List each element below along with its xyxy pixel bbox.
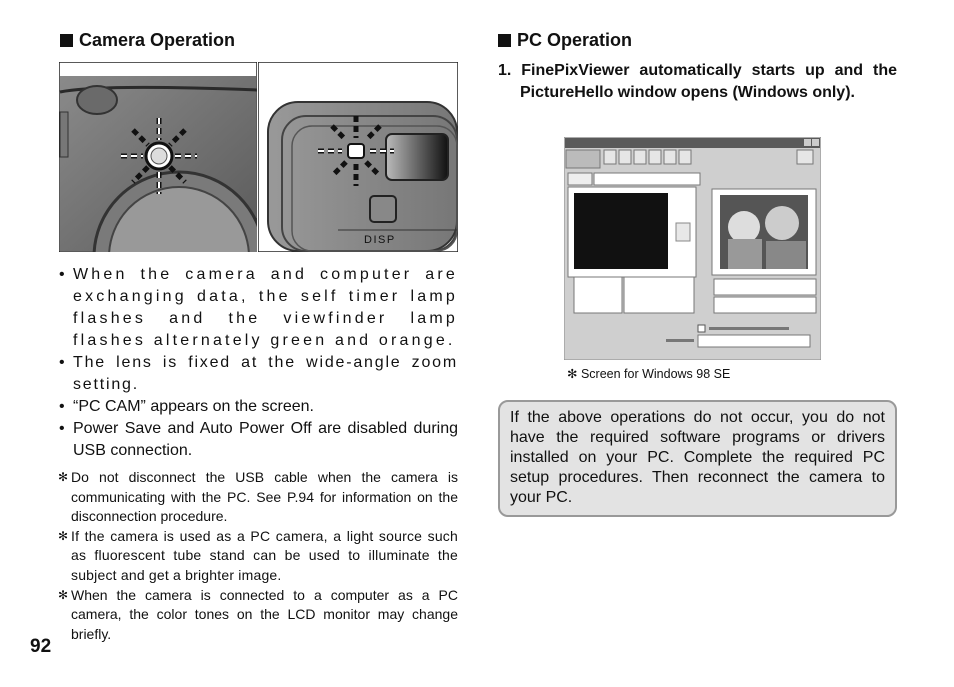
- note-item: Do not disconnect the USB cable when the…: [58, 468, 458, 527]
- pc-operation-title: PC Operation: [517, 30, 633, 50]
- camera-operation-bullets: When the camera and computer are exchang…: [59, 264, 458, 462]
- square-bullet-icon: [60, 34, 73, 47]
- bullet-item: Power Save and Auto Power Off are disabl…: [59, 418, 458, 462]
- camera-operation-heading: Camera Operation: [60, 30, 235, 51]
- screenshot-caption: ✻ Screen for Windows 98 SE: [567, 367, 731, 381]
- troubleshooting-note-box: If the above operations do not occur, yo…: [498, 400, 897, 517]
- square-bullet-icon: [498, 34, 511, 47]
- viewfinder-lamp-photo: [258, 62, 458, 252]
- step-1-text: 1. FinePixViewer automatically starts up…: [498, 62, 897, 101]
- bullet-item: When the camera and computer are exchang…: [59, 264, 458, 352]
- page-number: 92: [30, 636, 52, 657]
- note-item: If the camera is used as a PC camera, a …: [58, 527, 458, 586]
- bullet-item: “PC CAM” appears on the screen.: [59, 396, 458, 418]
- picturehello-window-screenshot: [564, 137, 821, 360]
- bullet-item: The lens is fixed at the wide-angle zoom…: [59, 352, 458, 396]
- note-item: When the camera is connected to a comput…: [58, 586, 458, 645]
- camera-photos: DISP: [59, 62, 458, 252]
- disp-button-label: DISP: [364, 234, 396, 246]
- pc-operation-heading: PC Operation: [498, 30, 632, 51]
- self-timer-lamp-photo: [59, 62, 257, 252]
- camera-operation-title: Camera Operation: [79, 30, 236, 50]
- camera-operation-notes: Do not disconnect the USB cable when the…: [58, 468, 458, 644]
